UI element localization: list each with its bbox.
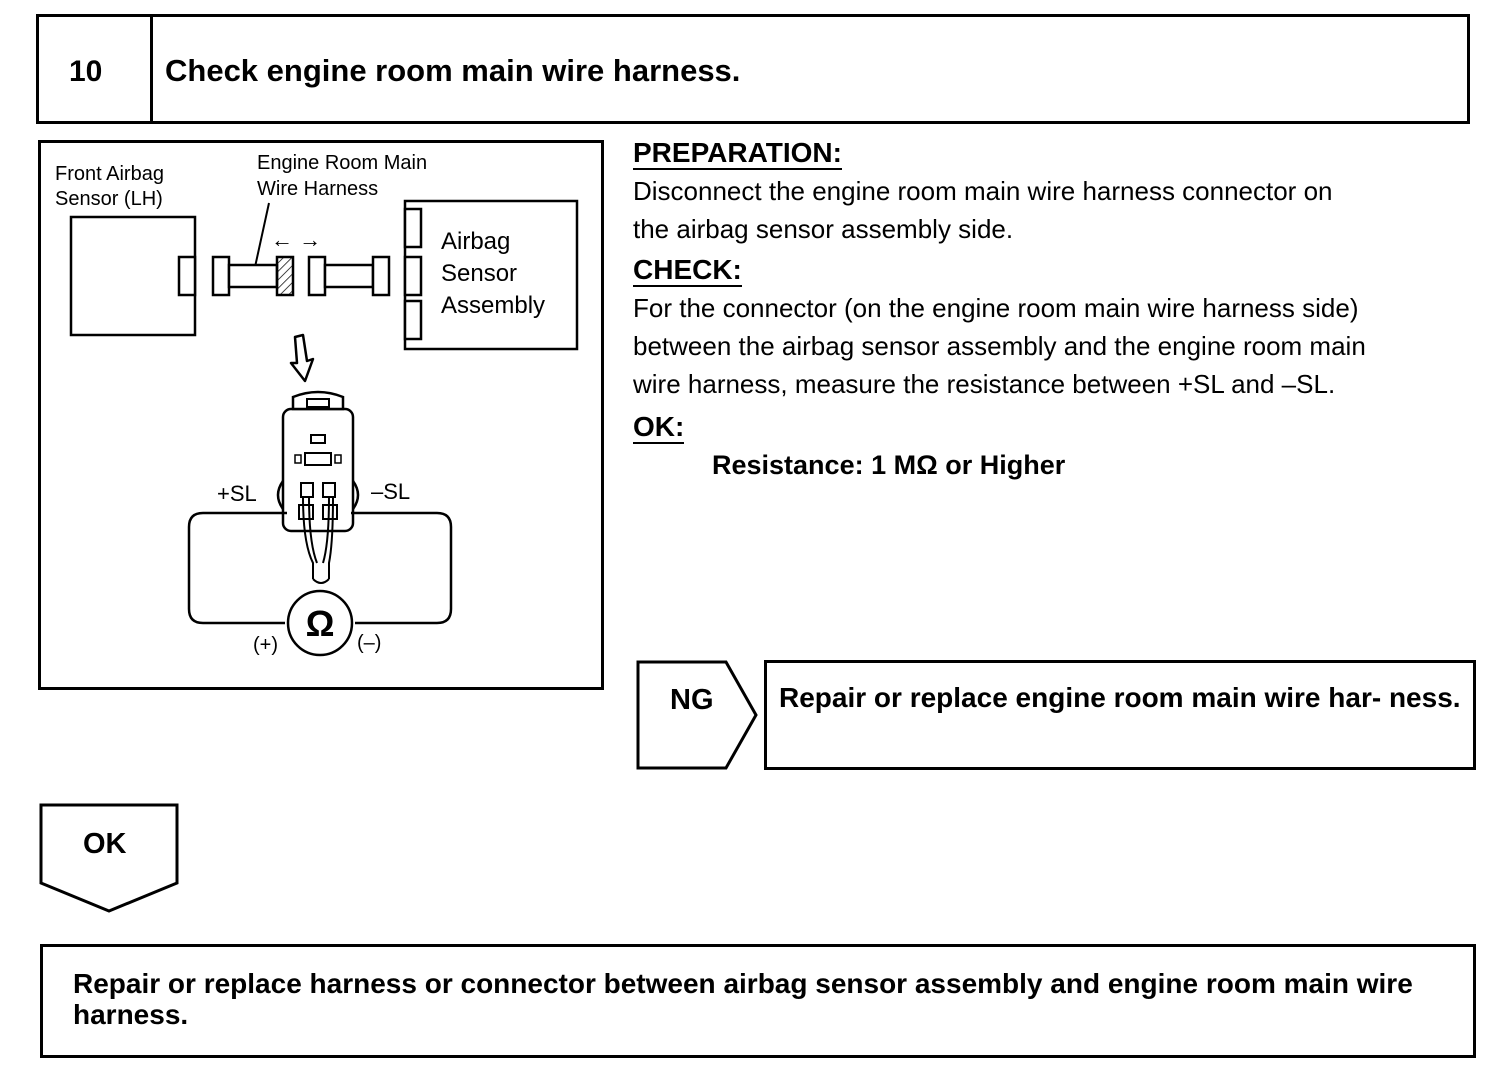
step-number: 10 [69,55,103,88]
plus-probe-label: (+) [253,634,278,656]
ng-action-box: Repair or replace engine room main wire … [764,660,1476,770]
final-action-text: Repair or replace harness or connector b… [73,968,1413,1030]
ok-label: OK [83,828,127,860]
front-sensor-connector [177,255,197,297]
harness-label-2: Wire Harness [257,178,378,200]
step-title: Check engine room main wire harness. [165,53,741,88]
connector-latch [291,390,345,411]
minus-sl-label: –SL [371,479,410,504]
harness-leader-line [254,202,270,268]
wire-bundle [302,496,334,579]
check-heading: CHECK: [633,255,742,288]
terminal-bottom-right [322,504,338,520]
assembly-label-1: Airbag [441,228,510,255]
connector-dot-left [294,454,302,464]
disconnect-arrows: ← → [271,227,321,252]
check-line-3: wire harness, measure the resistance bet… [633,369,1336,399]
final-action-box: Repair or replace harness or connector b… [40,944,1476,1058]
harness-label-1: Engine Room Main [257,152,427,174]
ok-heading: OK: [633,412,685,445]
harness-wire-left [227,263,279,289]
ok-branch-arrow: OK [38,803,180,920]
assembly-connector-1 [403,207,423,249]
assembly-connector-3 [403,299,423,341]
front-sensor-label-2: Sensor (LH) [55,188,163,210]
harness-connector-right [371,255,391,297]
front-airbag-sensor [69,215,197,337]
connector-key-1 [310,434,326,444]
connector-key-2 [304,452,332,466]
harness-connector-hatched [275,255,295,297]
step-number-cell: 10 [39,17,153,121]
assembly-connector-2 [403,255,423,297]
harness-wire-right [323,263,375,289]
plus-sl-label: +SL [217,481,257,506]
check-line-2: between the airbag sensor assembly and t… [633,331,1366,361]
preparation-line-2: the airbag sensor assembly side. [633,214,1014,244]
meter-lead-minus [351,511,453,625]
preparation-heading: PREPARATION: [633,138,842,171]
connector-dot-right [334,454,342,464]
connector-side-clip-right [351,480,360,510]
ng-label: NG [670,684,714,716]
terminal-bottom-left [298,504,314,520]
minus-probe-label: (–) [357,632,381,654]
preparation-line-1: Disconnect the engine room main wire har… [633,176,1333,206]
step-header: 10 Check engine room main wire harness. [36,14,1470,124]
assembly-label-3: Assembly [441,292,545,319]
assembly-label-2: Sensor [441,260,517,287]
check-line-1: For the connector (on the engine room ma… [633,293,1359,323]
down-arrow-icon [289,333,315,383]
connector-latch-slot [306,398,330,408]
ng-branch-arrow: NG [636,660,760,777]
ohm-symbol: Ω [306,603,335,644]
ohmmeter [286,589,354,657]
harness-connector-mid [307,255,327,297]
wiring-diagram: Front Airbag Sensor (LH) Engine Room Mai… [38,140,604,690]
terminal-plus-sl [300,482,314,498]
meter-lead-plus [187,511,287,625]
connector-side-clip-left [276,480,285,510]
harness-connector-face [281,407,355,533]
front-sensor-label-1: Front Airbag [55,163,164,185]
ok-spec-value: Resistance: 1 MΩ or Higher [712,450,1066,480]
harness-connector-left [211,255,231,297]
diagram-drawing: Front Airbag Sensor (LH) Engine Room Mai… [55,152,579,657]
ng-action-text: Repair or replace engine room main wire … [779,682,1461,713]
wire-bundle-end [312,578,330,584]
terminal-minus-sl [322,482,336,498]
